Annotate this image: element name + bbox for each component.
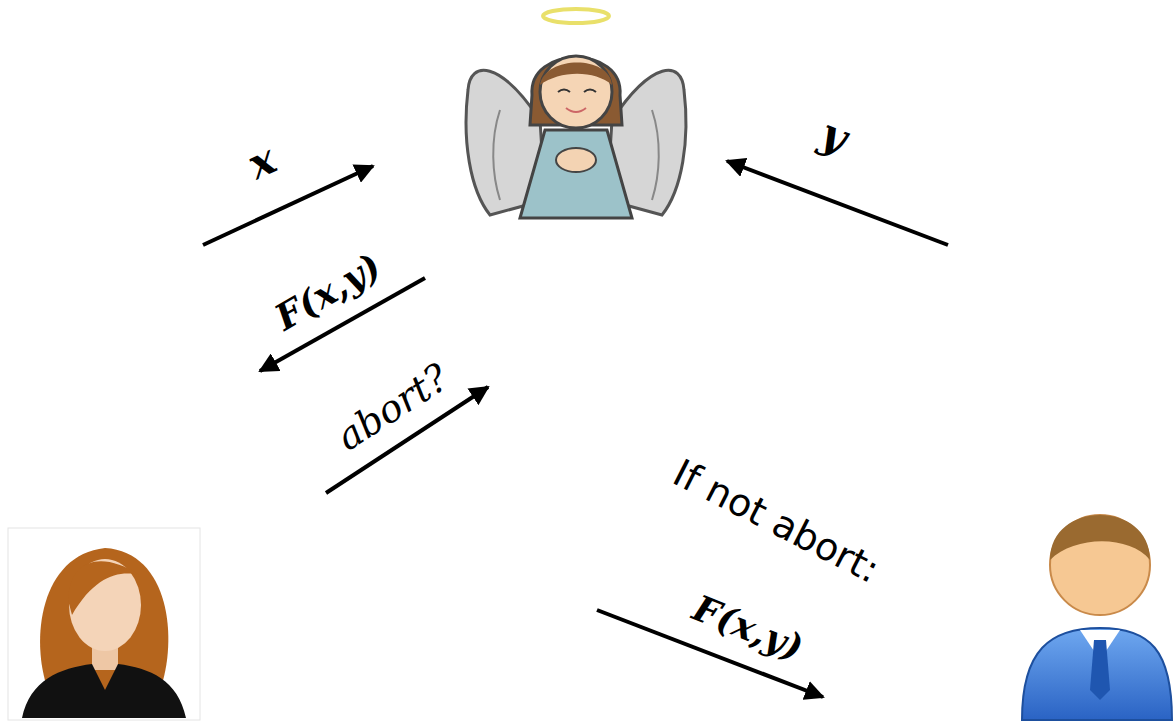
bob-figure (1022, 515, 1172, 720)
output-label: F(x,y) (269, 246, 388, 338)
condition-label: If not abort: (666, 452, 885, 591)
angel-figure (466, 9, 686, 218)
arrow-x (203, 166, 373, 245)
arrow-y (727, 161, 948, 245)
alice-figure (8, 528, 200, 720)
output-label: F(x,y) (687, 588, 808, 668)
input-label: y (814, 110, 853, 162)
abort-label: abort? (330, 357, 456, 459)
input-label: x (241, 136, 283, 188)
